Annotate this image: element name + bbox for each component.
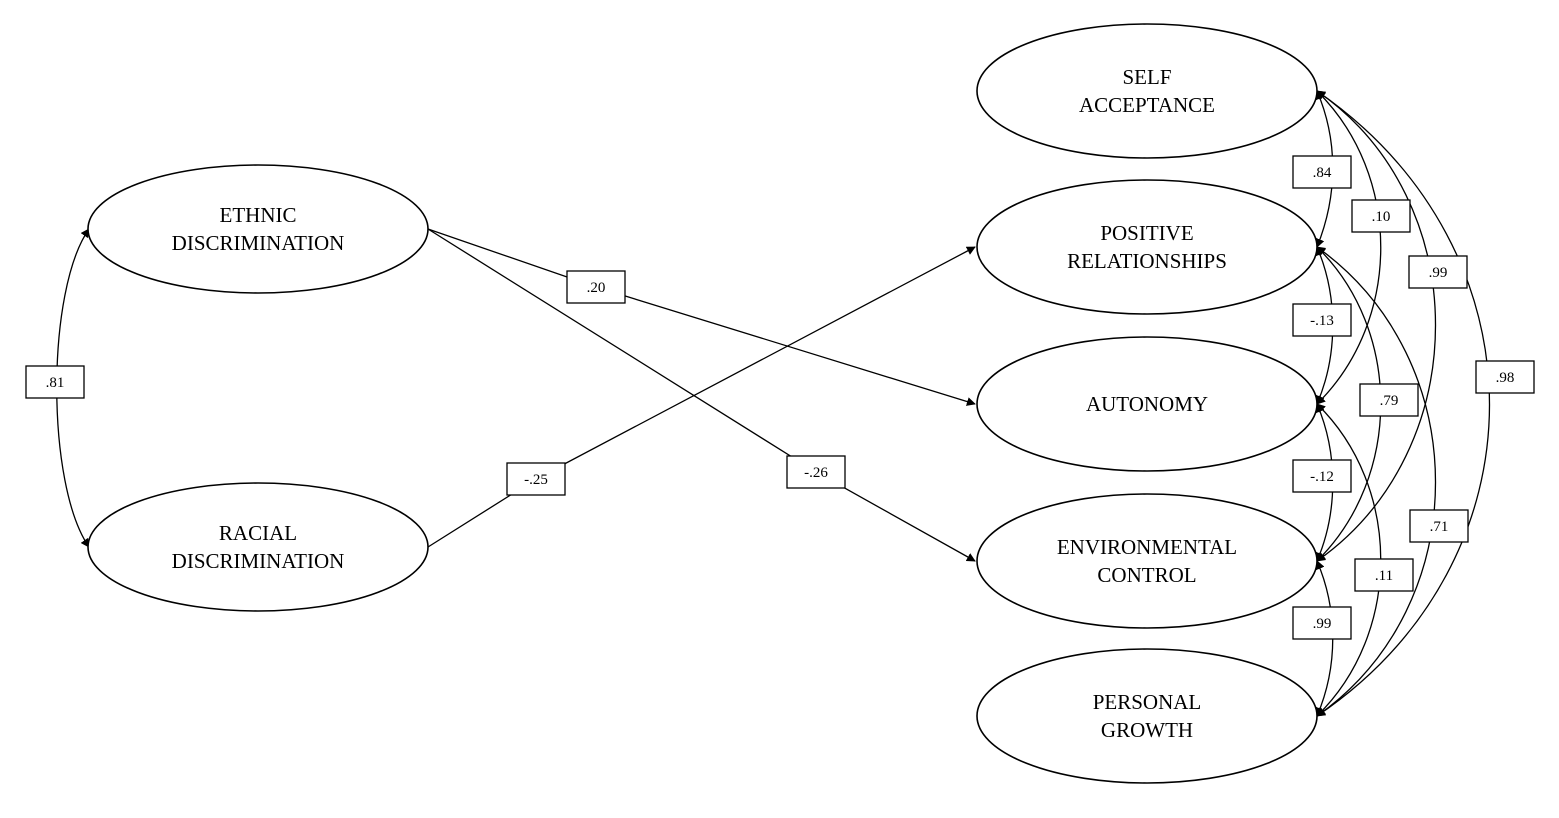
node-growth: PERSONAL GROWTH [976,648,1318,784]
corr-coef-autonomy-environmental: -.12 [1292,459,1352,493]
coefficients: .20 -.26 -.25 .81 .84 .10 .99 .98 -.13 .79 .71 -.12… [25,155,1535,640]
node-racial-label-2: DISCRIMINATION [172,549,345,573]
path-ethnic-to-autonomy [427,228,976,406]
path-coef-racial-positive-label: -.25 [524,472,548,488]
path-coef-ethnic-environmental: -.26 [786,455,846,489]
corr-coef-autonomy-environmental-label: -.12 [1310,469,1334,485]
corr-coef-self-environmental-box [1408,255,1468,289]
corr-self-autonomy [1316,90,1382,405]
node-ethnic-label-1: ETHNIC [220,203,297,227]
path-coef-ethnic-environmental-label: -.26 [804,465,828,481]
node-ethnic-label-2: DISCRIMINATION [172,231,345,255]
corr-coef-autonomy-growth-box [1354,558,1414,592]
node-self-label-2: ACCEPTANCE [1079,93,1215,117]
node-autonomy: AUTONOMY [976,336,1318,472]
corr-coef-positive-autonomy-box [1292,303,1352,337]
corr-positive-growth [1316,246,1437,717]
corr-coef-self-autonomy-box [1351,199,1411,233]
corr-coef-ethnic-racial-label: .81 [46,375,65,391]
node-self-ellipse [976,23,1318,159]
path-coef-ethnic-autonomy-label: .20 [587,280,606,296]
corr-coef-self-growth: .98 [1475,360,1535,394]
node-ethnic: ETHNIC DISCRIMINATION [87,164,429,294]
corr-coef-self-environmental-label: .99 [1429,265,1448,281]
path-coef-ethnic-autonomy: .20 [566,270,626,304]
corr-coef-environmental-growth-label: .99 [1313,616,1332,632]
corr-coef-self-environmental: .99 [1408,255,1468,289]
node-environmental-label-1: ENVIRONMENTAL [1057,535,1237,559]
corr-self-growth [1316,90,1491,717]
corr-coef-ethnic-racial-box [25,365,85,399]
corr-coef-positive-autonomy-label: -.13 [1310,313,1334,329]
node-growth-ellipse [976,648,1318,784]
corr-coef-positive-growth-label: .71 [1430,519,1449,535]
corr-coef-self-autonomy-label: .10 [1372,209,1391,225]
node-environmental-label-2: CONTROL [1097,563,1196,587]
corr-coef-self-positive-label: .84 [1313,165,1332,181]
corr-coef-positive-environmental-box [1359,383,1419,417]
node-ethnic-ellipse [87,164,429,294]
corr-coef-autonomy-growth: .11 [1354,558,1414,592]
path-coef-ethnic-autonomy-box [566,270,626,304]
corr-coef-positive-environmental: .79 [1359,383,1419,417]
node-positive-label-2: RELATIONSHIPS [1067,249,1227,273]
constructs: ETHNIC DISCRIMINATION RACIAL DISCRIMINATION… [87,23,1318,784]
node-autonomy-ellipse [976,336,1318,472]
corr-coef-self-positive-box [1292,155,1352,189]
corr-coef-self-autonomy: .10 [1351,199,1411,233]
corr-coef-environmental-growth-box [1292,606,1352,640]
node-environmental: ENVIRONMENTAL CONTROL [976,493,1318,629]
corr-coef-positive-growth-box [1409,509,1469,543]
node-autonomy-label-1: AUTONOMY [1086,392,1208,416]
corr-coef-environmental-growth: .99 [1292,606,1352,640]
node-self: SELF ACCEPTANCE [976,23,1318,159]
path-coef-racial-positive-box [506,462,566,496]
node-growth-label-2: GROWTH [1101,718,1193,742]
path-coef-ethnic-environmental-box [786,455,846,489]
node-positive-ellipse [976,179,1318,315]
corr-coef-positive-growth: .71 [1409,509,1469,543]
corr-coef-self-positive: .84 [1292,155,1352,189]
corr-coef-ethnic-racial: .81 [25,365,85,399]
corr-coef-autonomy-growth-label: .11 [1375,568,1393,584]
node-racial: RACIAL DISCRIMINATION [87,482,429,612]
path-coef-racial-positive: -.25 [506,462,566,496]
node-growth-label-1: PERSONAL [1093,690,1202,714]
corr-coef-positive-autonomy: -.13 [1292,303,1352,337]
node-racial-ellipse [87,482,429,612]
path-racial-to-positive [427,246,976,548]
node-self-label-1: SELF [1122,65,1171,89]
node-racial-label-1: RACIAL [219,521,297,545]
corr-coef-positive-environmental-label: .79 [1380,393,1399,409]
path-ethnic-to-environmental [427,228,976,562]
corr-coef-self-growth-box [1475,360,1535,394]
node-positive-label-1: POSITIVE [1100,221,1193,245]
node-environmental-ellipse [976,493,1318,629]
node-positive: POSITIVE RELATIONSHIPS [976,179,1318,315]
corr-coef-self-growth-label: .98 [1496,370,1515,386]
corr-coef-autonomy-environmental-box [1292,459,1352,493]
